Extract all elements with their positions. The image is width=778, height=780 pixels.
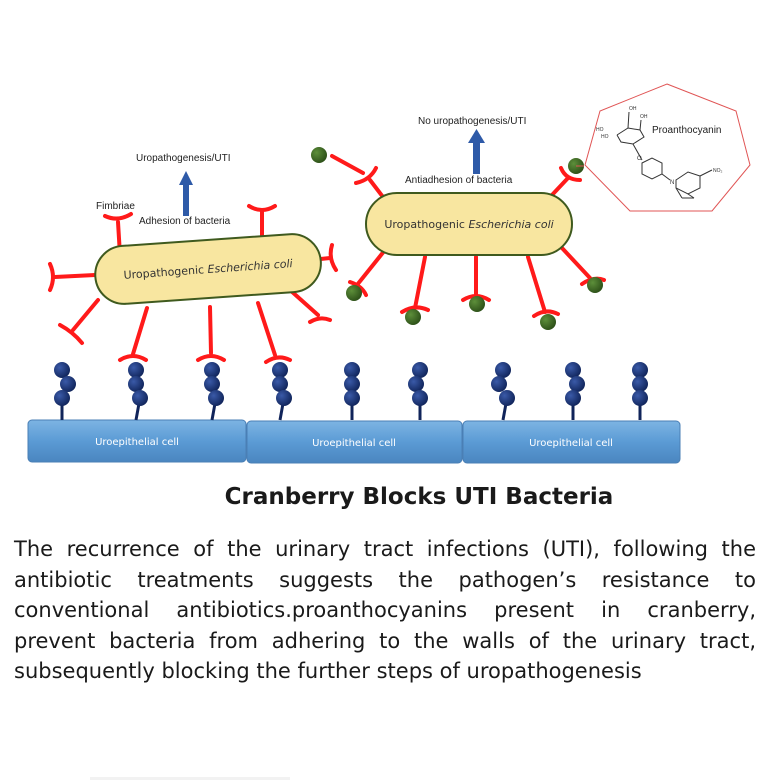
receptor bbox=[565, 362, 585, 420]
receptor-ball bbox=[408, 376, 424, 392]
receptor-ball bbox=[632, 362, 648, 378]
fimbriae-label: Fimbriae bbox=[96, 201, 135, 212]
article-title: Cranberry Blocks UTI Bacteria bbox=[224, 484, 614, 510]
receptor-ball bbox=[208, 390, 224, 406]
receptor-ball bbox=[412, 390, 428, 406]
proanthocyanin-ball bbox=[587, 277, 603, 293]
receptor-ball bbox=[565, 362, 581, 378]
receptor-ball bbox=[569, 376, 585, 392]
article-body: The recurrence of the urinary tract infe… bbox=[14, 537, 756, 683]
receptor-ball bbox=[491, 376, 507, 392]
uroepithelial-cell-layer: Uroepithelial cell Uroepithelial cell Ur… bbox=[27, 419, 681, 464]
receptor-ball bbox=[632, 376, 648, 392]
receptor-ball bbox=[344, 390, 360, 406]
divider bbox=[90, 777, 290, 780]
proanthocyanin-ball bbox=[469, 296, 485, 312]
receptor bbox=[128, 362, 148, 421]
receptor bbox=[272, 362, 292, 421]
receptor-ball bbox=[499, 390, 515, 406]
uroepithelial-cell: Uroepithelial cell bbox=[462, 420, 681, 464]
receptor-ball bbox=[204, 362, 220, 378]
atom-label: N bbox=[670, 180, 674, 186]
receptor-ball bbox=[276, 390, 292, 406]
receptor bbox=[408, 362, 428, 420]
proanthocyanin-ball bbox=[311, 147, 327, 163]
right-process-label: Antiadhesion of bacteria bbox=[405, 175, 513, 186]
receptor-group bbox=[54, 362, 648, 421]
atom-label: HO bbox=[601, 134, 609, 140]
right-up-arrow-icon bbox=[468, 129, 485, 174]
receptor-ball bbox=[565, 390, 581, 406]
receptor bbox=[344, 362, 360, 420]
receptor-ball bbox=[495, 362, 511, 378]
molecule-name: Proanthocyanin bbox=[652, 125, 722, 136]
receptor-ball bbox=[344, 362, 360, 378]
proanthocyanin-balls bbox=[311, 147, 603, 330]
right-outcome-label: No uropathogenesis/UTI bbox=[418, 116, 526, 127]
receptor bbox=[54, 362, 76, 420]
cell-label: Uroepithelial cell bbox=[312, 438, 396, 449]
right-fimbriae bbox=[330, 154, 606, 318]
receptor-ball bbox=[54, 390, 70, 406]
atom-label: O bbox=[637, 156, 642, 162]
uti-mechanism-diagram: Uroepithelial cell Uroepithelial cell Ur… bbox=[27, 83, 751, 464]
atom-label: NO₂ bbox=[713, 168, 723, 174]
receptor-ball bbox=[412, 362, 428, 378]
proanthocyanin-ball bbox=[540, 314, 556, 330]
proanthocyanin-ball bbox=[405, 309, 421, 325]
right-bacterium-label: Uropathogenic Escherichia coli bbox=[384, 218, 553, 231]
receptor-ball bbox=[344, 376, 360, 392]
receptor-ball bbox=[204, 376, 220, 392]
receptor-ball bbox=[128, 362, 144, 378]
receptor bbox=[491, 362, 515, 421]
receptor-ball bbox=[128, 376, 144, 392]
left-bacterium: Uropathogenic Escherichia coli bbox=[94, 233, 322, 305]
molecule-structure-icon bbox=[616, 111, 713, 199]
left-bacterium-label: Uropathogenic Escherichia coli bbox=[123, 257, 293, 282]
uroepithelial-cell: Uroepithelial cell bbox=[246, 420, 463, 464]
cell-label: Uroepithelial cell bbox=[95, 437, 179, 448]
uroepithelial-cell: Uroepithelial cell bbox=[27, 419, 247, 463]
proanthocyanin-molecule: Proanthocyanin OH OH HO HO O N NO₂ bbox=[576, 83, 751, 212]
receptor-ball bbox=[272, 376, 288, 392]
right-bacterium: Uropathogenic Escherichia coli bbox=[365, 192, 573, 256]
proanthocyanin-ball bbox=[346, 285, 362, 301]
receptor-ball bbox=[54, 362, 70, 378]
atom-label: OH bbox=[629, 106, 637, 112]
atom-label: OH bbox=[640, 114, 648, 120]
atom-label: HO bbox=[596, 127, 604, 133]
left-outcome-label: Uropathogenesis/UTI bbox=[136, 153, 231, 164]
left-up-arrow-icon bbox=[179, 171, 193, 216]
receptor bbox=[632, 362, 648, 420]
receptor-ball bbox=[272, 362, 288, 378]
receptor-ball bbox=[632, 390, 648, 406]
cell-label: Uroepithelial cell bbox=[529, 438, 613, 449]
receptor-ball bbox=[132, 390, 148, 406]
receptor bbox=[204, 362, 224, 421]
receptor-ball bbox=[60, 376, 76, 392]
left-process-label: Adhesion of bacteria bbox=[139, 216, 231, 227]
